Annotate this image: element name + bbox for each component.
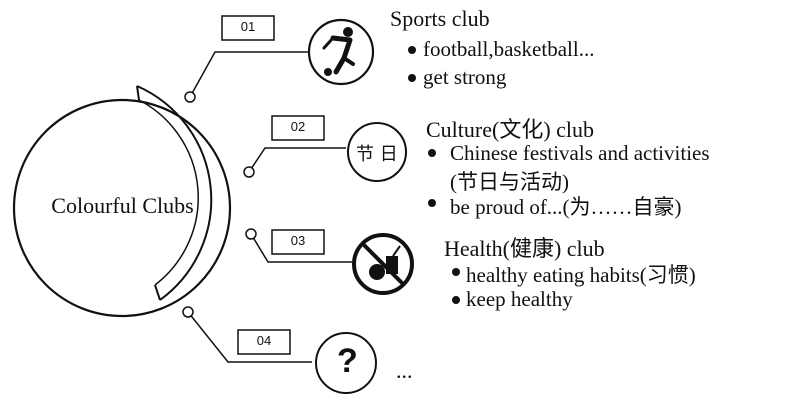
outer-arc: [136, 85, 213, 301]
question-icon: [315, 332, 377, 394]
festival-icon: [347, 122, 407, 182]
connector-01: [184, 51, 323, 103]
number-box-04: [237, 329, 291, 355]
connector-03: [245, 228, 352, 263]
number-box-02: [271, 115, 325, 141]
club-title-health: Health(健康) club: [444, 236, 605, 261]
no-junk-food-icon: [352, 233, 414, 295]
connector-04: [182, 306, 312, 363]
bullet-health-2: keep healthy: [466, 287, 573, 311]
connector-02: [243, 147, 346, 178]
club-title-unknown: ...: [396, 358, 413, 383]
center-circle: [12, 98, 232, 318]
bullet-sports-1: football,basketball...: [423, 37, 595, 61]
club-number-01: 01: [240, 19, 256, 34]
festival-icon-label: 节 日: [356, 144, 398, 165]
number-box-03: [271, 229, 325, 255]
club-number-03: 03: [290, 233, 306, 248]
club-number-04: 04: [256, 333, 272, 348]
bullet-sports-2: get strong: [423, 65, 507, 89]
bullet-culture-1-continuation: (节日与活动): [450, 170, 569, 194]
bullet-culture-2: be proud of...(为……自豪): [450, 195, 682, 219]
soccer-player-icon: [307, 18, 375, 86]
center-title: Colourful Clubs: [51, 193, 194, 218]
club-title-sports: Sports club: [390, 6, 490, 31]
bullet-dots: [408, 46, 460, 304]
club-number-02: 02: [290, 119, 306, 134]
bullet-health-1: healthy eating habits(习惯): [466, 263, 696, 287]
bullet-culture-1: Chinese festivals and activities: [450, 141, 710, 165]
number-box-01: [221, 15, 275, 41]
question-icon-label: ?: [337, 342, 358, 380]
club-title-culture: Culture(文化) club: [426, 117, 595, 142]
